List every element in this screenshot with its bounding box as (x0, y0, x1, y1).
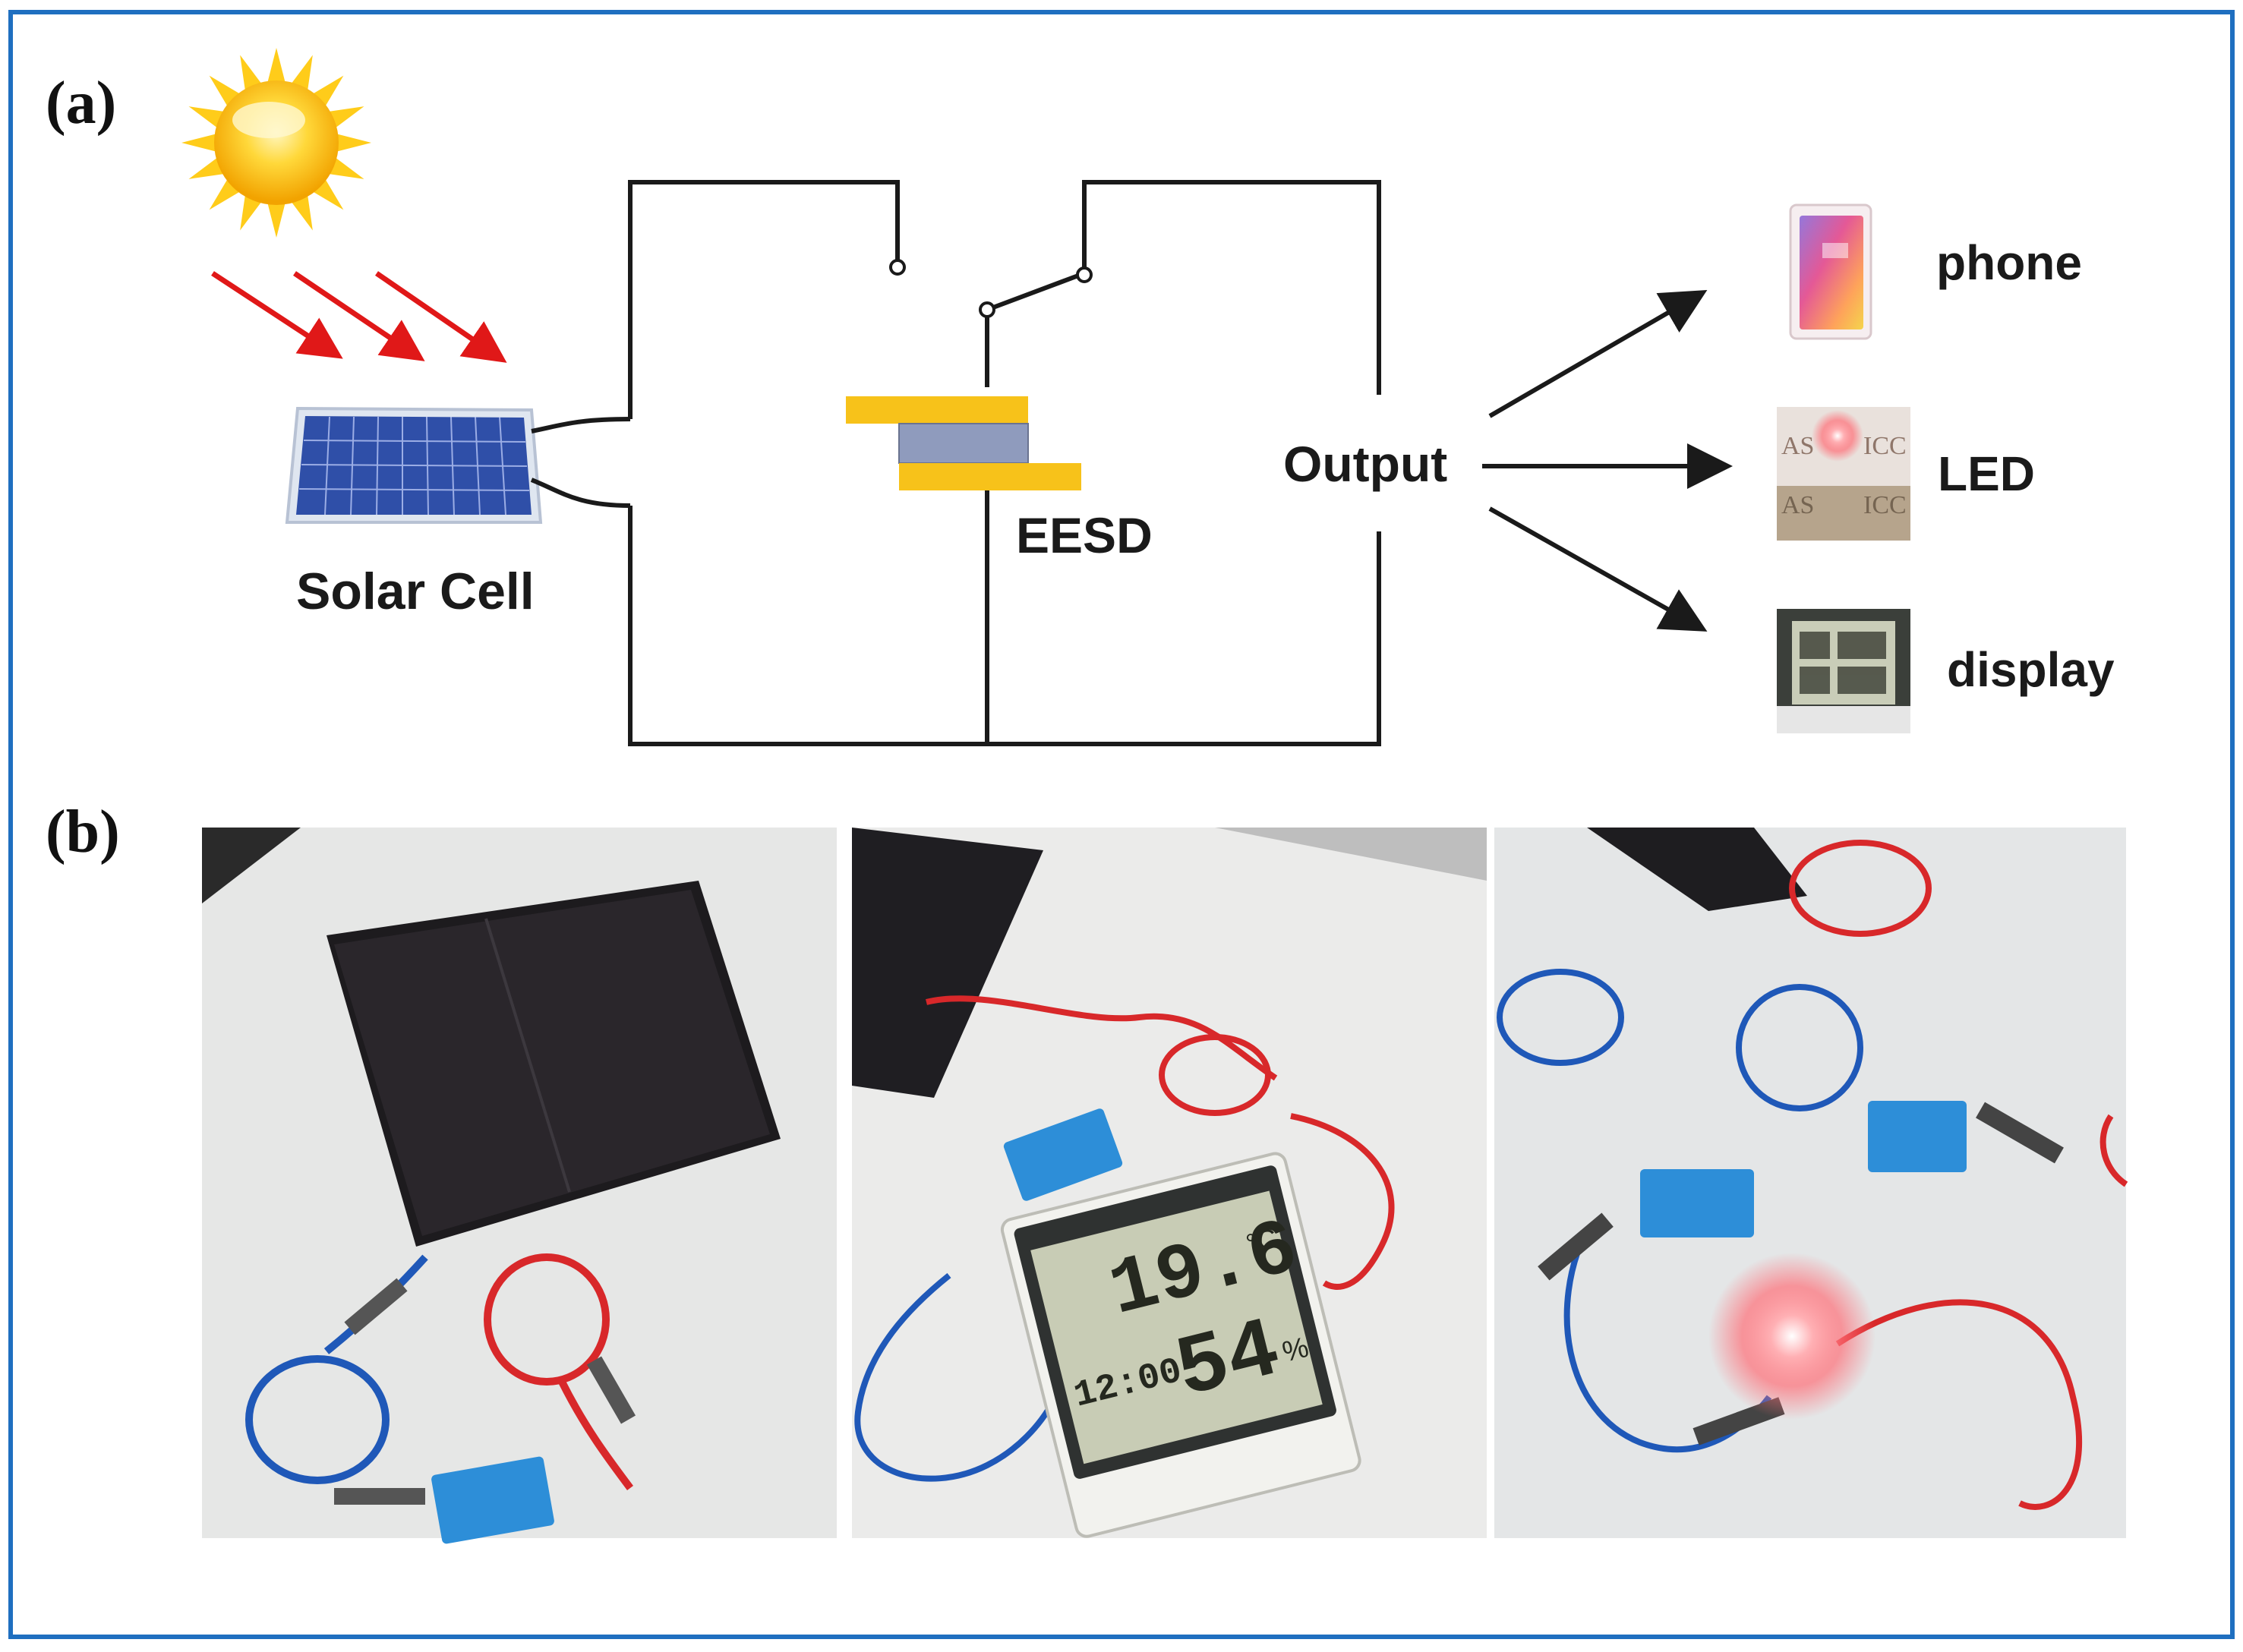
red-led-glow (1708, 1253, 1875, 1420)
display-icon (1777, 609, 1910, 733)
solar-cell-label: Solar Cell (296, 563, 535, 620)
svg-text:ICC: ICC (1863, 491, 1907, 519)
svg-text:ICC: ICC (1863, 432, 1907, 460)
output-item-phone: phone (1936, 235, 2082, 290)
panel-b: (b) (46, 799, 2128, 1544)
panel-b-label: (b) (46, 799, 120, 865)
output-item-display: display (1947, 642, 2115, 697)
panel-a-label: (a) (46, 70, 116, 137)
eesd-device-icon (846, 396, 1081, 490)
phone-icon (1789, 203, 1872, 340)
output-item-led: LED (1938, 446, 2035, 501)
photo-red-led (1494, 828, 2128, 1538)
solar-panel-icon (285, 406, 543, 524)
display-humidity: 54 (1167, 1302, 1289, 1420)
output-arrows (1482, 289, 1733, 632)
photo-thermo-hygrometer-display: 19.6 °C 54 % 12:00 (852, 828, 1487, 1538)
output-label: Output (1283, 436, 1447, 492)
panel-a: (a) (46, 48, 2115, 746)
display-temperature-unit: °C (1243, 1222, 1280, 1260)
circuit-wires (530, 180, 1381, 746)
svg-text:AS: AS (1781, 491, 1814, 519)
led-icon: AS ICC AS ICC (1777, 407, 1910, 541)
switch-contacts (889, 259, 1093, 318)
photo-solar-cell-setup (202, 828, 837, 1544)
light-rays (211, 271, 507, 363)
sun-icon (181, 48, 371, 238)
eesd-label: EESD (1016, 507, 1153, 563)
svg-text:AS: AS (1781, 432, 1814, 460)
